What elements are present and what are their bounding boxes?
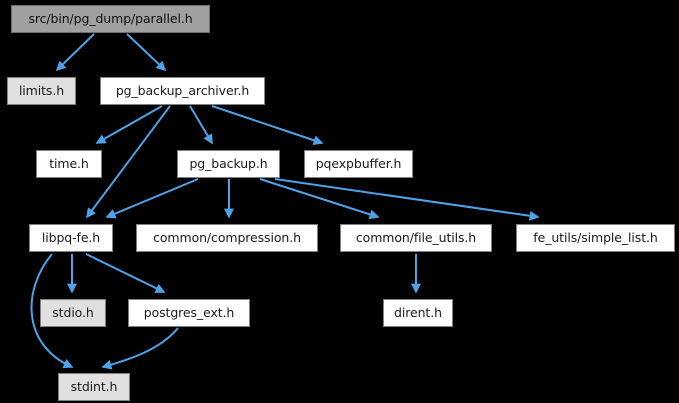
graph-node-dirent[interactable]: dirent.h	[383, 299, 453, 327]
graph-edge-archiver-to-pqexpbuffer	[211, 105, 324, 146]
graph-edge-archiver-to-pg_backup	[189, 105, 213, 145]
graph-node-label: common/compression.h	[153, 229, 301, 245]
graph-node-label: dirent.h	[394, 304, 442, 320]
graph-node-label: common/file_utils.h	[355, 229, 477, 245]
graph-node-archiver[interactable]: pg_backup_archiver.h	[100, 77, 265, 105]
graph-node-time[interactable]: time.h	[36, 150, 102, 178]
graph-node-label: pqexpbuffer.h	[315, 155, 402, 171]
graph-node-parallel[interactable]: src/bin/pg_dump/parallel.h	[11, 5, 210, 33]
graph-node-stdio[interactable]: stdio.h	[40, 299, 106, 327]
graph-node-label: stdint.h	[70, 378, 118, 394]
graph-edge-pg_backup-to-libpq	[105, 178, 199, 219]
graph-edge-parallel-to-limits	[55, 33, 95, 72]
graph-edge-parallel-to-archiver	[126, 33, 167, 72]
graph-node-pg_backup[interactable]: pg_backup.h	[177, 150, 280, 178]
graph-node-postgres_ext[interactable]: postgres_ext.h	[128, 299, 250, 327]
graph-edge-pg_backup-to-file_utils	[259, 178, 380, 220]
graph-node-limits[interactable]: limits.h	[7, 77, 76, 105]
graph-node-label: postgres_ext.h	[143, 304, 235, 320]
graph-node-pqexpbuffer[interactable]: pqexpbuffer.h	[304, 150, 413, 178]
graph-node-label: stdio.h	[52, 304, 94, 320]
graph-edge-pg_backup-to-simple_list	[274, 178, 540, 221]
graph-node-label: src/bin/pg_dump/parallel.h	[28, 10, 193, 26]
graph-node-stdint[interactable]: stdint.h	[58, 373, 130, 401]
graph-node-compression[interactable]: common/compression.h	[136, 224, 318, 252]
graph-edge-archiver-to-time	[95, 105, 163, 144]
graph-node-label: libpq-fe.h	[41, 229, 101, 245]
graph-node-libpq[interactable]: libpq-fe.h	[29, 224, 113, 252]
graph-node-simple_list[interactable]: fe_utils/simple_list.h	[516, 224, 675, 252]
graph-edge-postgres_ext-to-stdint	[101, 327, 179, 370]
graph-node-label: pg_backup.h	[189, 155, 268, 171]
graph-node-label: pg_backup_archiver.h	[115, 82, 250, 98]
graph-node-label: fe_utils/simple_list.h	[533, 229, 658, 245]
graph-node-file_utils[interactable]: common/file_utils.h	[340, 224, 492, 252]
graph-node-label: time.h	[49, 155, 89, 171]
graph-edge-libpq-to-postgres_ext	[85, 253, 166, 293]
graph-node-label: limits.h	[18, 82, 65, 98]
